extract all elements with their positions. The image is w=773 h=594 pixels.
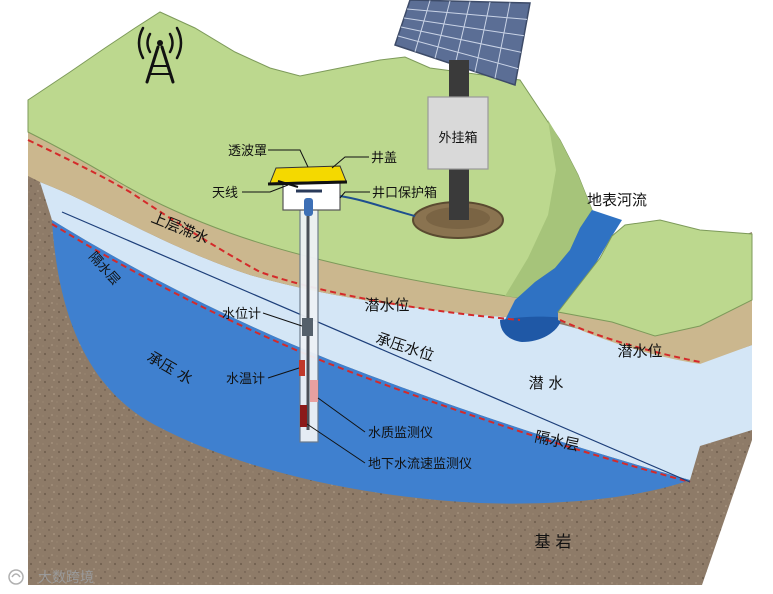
surface-river-label: 地表河流 <box>587 191 647 209</box>
groundwater-flow-monitor-label: 地下水流速监测仪 <box>368 457 472 472</box>
water-table-center-label: 潜水位 <box>364 296 409 314</box>
water-temp-gauge <box>299 360 305 376</box>
radome-cap <box>270 166 346 183</box>
external-box-label: 外挂箱 <box>438 130 477 146</box>
watermark-text: 大数跨境 <box>38 570 94 586</box>
water-level-gauge <box>302 318 313 336</box>
phreatic-water-label: 潜 水 <box>529 374 564 392</box>
telemetry-unit <box>304 198 313 216</box>
bedrock-label: 基 岩 <box>534 532 571 551</box>
antenna-label: 天线 <box>212 186 238 201</box>
wellhead-box-label: 井口保护箱 <box>372 185 437 201</box>
water-quality-monitor-label: 水质监测仪 <box>368 426 433 441</box>
water-table-right-label: 潜水位 <box>617 342 662 360</box>
water-quality-monitor <box>310 380 318 402</box>
radome-label: 透波罩 <box>228 144 267 159</box>
well-cover-label: 井盖 <box>371 151 397 166</box>
watermark-logo-icon <box>9 570 23 584</box>
groundwater-flow-monitor <box>300 405 307 427</box>
water-temp-gauge-label: 水温计 <box>226 372 265 387</box>
water-level-gauge-label: 水位计 <box>222 307 261 322</box>
